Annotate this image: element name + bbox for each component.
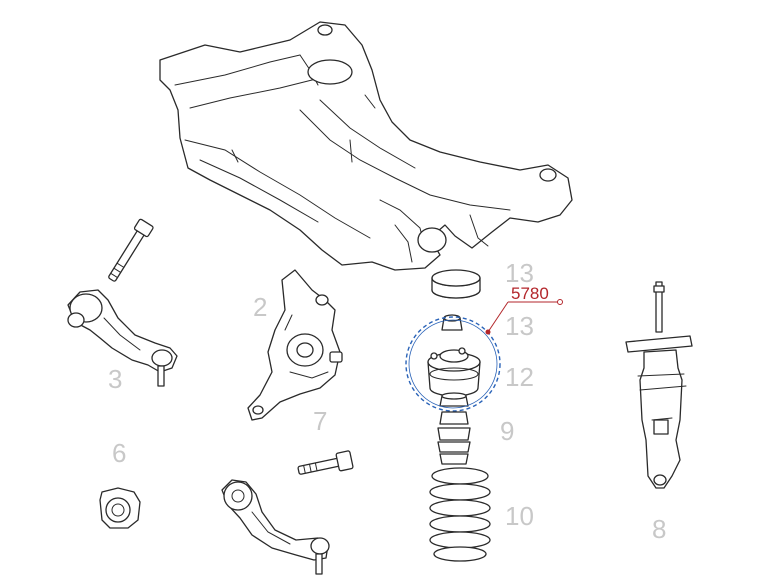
bolt-lower <box>297 450 354 475</box>
callout-5780: 5780 <box>485 284 563 335</box>
strut-mount <box>427 314 481 407</box>
ref-number-10: 10 <box>505 501 534 531</box>
strut-dust-cap <box>431 269 481 299</box>
subframe <box>159 21 573 271</box>
upper-control-arm <box>67 289 178 387</box>
ref-number-13: 13 <box>505 258 534 288</box>
ref-number-11: 12 <box>505 362 534 392</box>
lower-control-arm <box>221 479 330 575</box>
highlight-circle <box>405 316 501 412</box>
ref-number-8: 8 <box>652 514 666 544</box>
callout-end-marker[interactable] <box>557 299 563 305</box>
ref-number-3: 3 <box>108 364 122 394</box>
bushing <box>99 487 141 529</box>
callout-label[interactable]: 5780 <box>511 284 549 303</box>
callout-dot <box>485 329 491 335</box>
faded-reference-numbers: 2 13 13 12 9 10 6 7 8 3 <box>108 258 666 544</box>
ref-number-2-left: 2 <box>253 292 267 322</box>
ref-number-6: 6 <box>112 438 126 468</box>
highlight-circle-inner <box>408 319 498 409</box>
steering-knuckle <box>247 269 343 421</box>
bolt-upper <box>108 218 154 282</box>
ref-number-7: 7 <box>313 406 327 436</box>
bump-stop-boot <box>437 411 471 465</box>
callout-leader-line <box>487 301 509 333</box>
shock-absorber <box>625 281 693 489</box>
coil-spring <box>429 467 491 562</box>
mount-hole <box>307 59 353 85</box>
ref-number-12: 13 <box>505 311 534 341</box>
ref-number-9: 9 <box>500 416 514 446</box>
